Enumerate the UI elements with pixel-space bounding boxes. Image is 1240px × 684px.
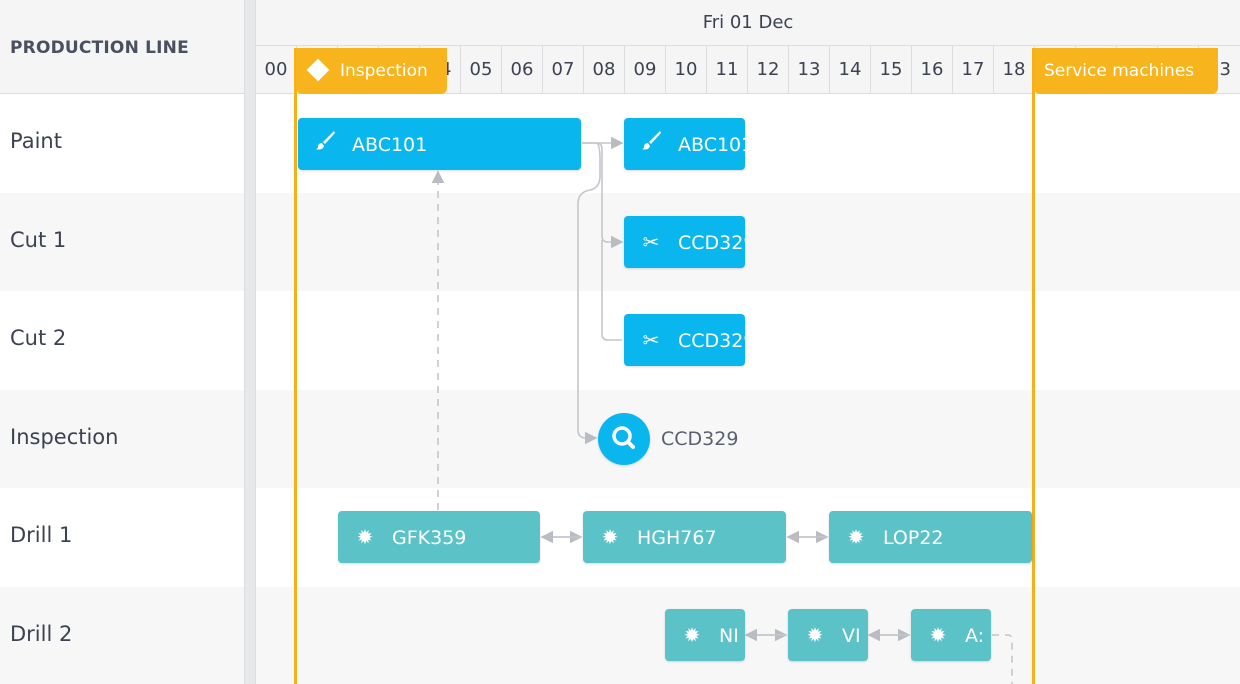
event-abc101-b[interactable]: ABC101 [624,118,745,170]
hour-cell: 06 [502,46,543,94]
event-name: HGH767 [637,527,717,549]
paintbrush-icon [640,118,662,170]
row-label: Drill 2 [10,621,73,646]
row-label: Cut 2 [10,326,67,350]
event-name: CCD329 [678,330,745,352]
search-icon [612,426,635,449]
gear-icon: ✹ [683,623,701,647]
row-cut-1[interactable]: Cut 1 [0,192,1240,291]
row-cut-2[interactable]: Cut 2 [0,291,1240,390]
scissors-icon: ✂ [642,230,660,254]
hour-cell: 11 [707,46,748,94]
milestone-ccd329[interactable] [598,413,650,465]
hour-cell: 13 [789,46,830,94]
event-gfk359[interactable]: ✹ GFK359 [338,511,540,563]
row-label: Paint [10,129,62,153]
event-drill2-b[interactable]: ✹ VI [788,609,868,661]
row-drill-2[interactable]: Drill 2 [0,586,1240,684]
hour-cell: 15 [871,46,912,94]
gear-icon: ✹ [847,525,865,549]
event-name: ABC101 [678,134,745,156]
event-name: A: [965,625,985,647]
hour-cell: 10 [666,46,707,94]
hour-cell: 18 [994,46,1035,94]
hour-cell: 07 [543,46,584,94]
event-name: CCD329 [678,232,745,254]
event-name: GFK359 [392,527,467,549]
row-label: Cut 1 [10,227,67,252]
event-drill2-c[interactable]: ✹ A: [911,609,991,661]
row-label: Inspection [10,424,119,449]
range-start-line [294,48,297,684]
range-tag-inspection[interactable]: Inspection [296,48,447,94]
gear-icon: ✹ [806,623,824,647]
hour-cell: 08 [584,46,625,94]
milestone-label: CCD329 [661,428,739,450]
range-end-line [1032,48,1035,684]
day-label: Fri 01 Dec [702,12,794,33]
event-ccd329-cut2[interactable]: ✂ CCD329 [624,314,745,366]
hour-cell: 00 [256,46,297,94]
range-tag-service-machines[interactable]: Service machines [1034,48,1218,94]
hour-cell: 17 [953,46,994,94]
diamond-icon [306,58,330,82]
hour-cell: 12 [748,46,789,94]
paintbrush-icon [314,118,336,170]
locked-grid-header: PRODUCTION LINE [0,0,244,94]
hour-cell: 09 [625,46,666,94]
range-tag-label: Inspection [340,61,428,81]
event-name: ABC101 [352,134,428,156]
hour-cell: 05 [461,46,502,94]
scissors-icon: ✂ [642,328,660,352]
event-lop22[interactable]: ✹ LOP22 [829,511,1032,563]
grid-splitter[interactable] [244,0,256,684]
hour-cell: 16 [912,46,953,94]
event-ccd329-cut1[interactable]: ✂ CCD329 [624,216,745,268]
event-name: NI [719,625,739,647]
day-header-row: Fri 01 Dec [256,0,1240,46]
row-drill-1[interactable]: Drill 1 [0,488,1240,587]
row-label: Drill 1 [10,523,73,547]
gear-icon: ✹ [601,525,619,549]
event-name: LOP22 [883,527,944,549]
gear-icon: ✹ [929,623,947,647]
event-name: VI [842,625,861,647]
event-abc101[interactable]: ABC101 [298,118,581,170]
range-tag-label: Service machines [1044,61,1195,81]
column-header-production-line[interactable]: PRODUCTION LINE [10,38,189,58]
event-hgh767[interactable]: ✹ HGH767 [583,511,786,563]
row-paint[interactable]: Paint [0,94,1240,193]
event-drill2-a[interactable]: ✹ NI [665,609,745,661]
gear-icon: ✹ [356,525,374,549]
hour-cell: 14 [830,46,871,94]
